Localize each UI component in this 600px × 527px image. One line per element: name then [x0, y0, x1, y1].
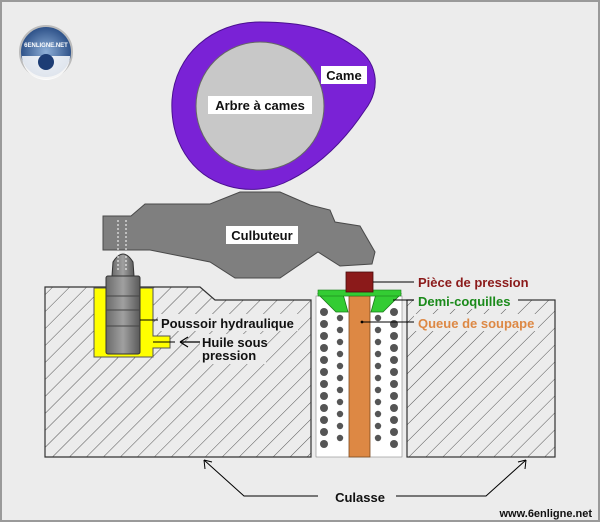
pressure-piece	[345, 271, 374, 293]
valve-spring	[320, 308, 398, 448]
label-poussoir-box: Poussoir hydraulique	[158, 314, 298, 331]
hydraulic-lifter	[105, 275, 141, 355]
label-poussoir-hydraulique: Poussoir hydraulique	[161, 316, 294, 331]
label-queue-soupape-box: Queue de soupape	[414, 314, 538, 331]
lifter-top	[111, 253, 135, 277]
label-huile-sous: Huile sous	[202, 335, 268, 350]
label-piece-de-pression: Pièce de pression	[418, 275, 529, 290]
culasse-leaders	[203, 459, 527, 497]
oil-arrow	[179, 336, 200, 348]
label-demi-coquilles-box: Demi-coquilles	[414, 293, 518, 309]
cylinder-head-left	[44, 286, 312, 458]
label-queue-de-soupape: Queue de soupape	[418, 316, 534, 331]
label-came-box: Came	[321, 66, 367, 84]
label-culbuteur: Culbuteur	[231, 228, 292, 243]
logo: 6ENLIGNE.NET	[19, 25, 73, 80]
label-came: Came	[326, 68, 361, 83]
label-demi-coquilles: Demi-coquilles	[418, 294, 510, 309]
website-credit: www.6enligne.net	[499, 508, 593, 520]
leader-lines	[140, 281, 414, 343]
valve-stem	[348, 295, 371, 458]
label-huile-box: Huile sous pression	[200, 334, 268, 364]
label-culasse: Culasse	[335, 490, 385, 505]
label-culbuteur-box: Culbuteur	[226, 226, 298, 244]
logo-text: 6ENLIGNE.NET	[24, 43, 68, 49]
label-arbre-a-cames: Arbre à cames	[215, 98, 305, 113]
label-camshaft-box: Arbre à cames	[208, 96, 312, 114]
lifter-grooves	[106, 295, 140, 327]
label-pression: pression	[202, 348, 256, 363]
label-piece-pression-box: Pièce de pression	[414, 274, 534, 290]
